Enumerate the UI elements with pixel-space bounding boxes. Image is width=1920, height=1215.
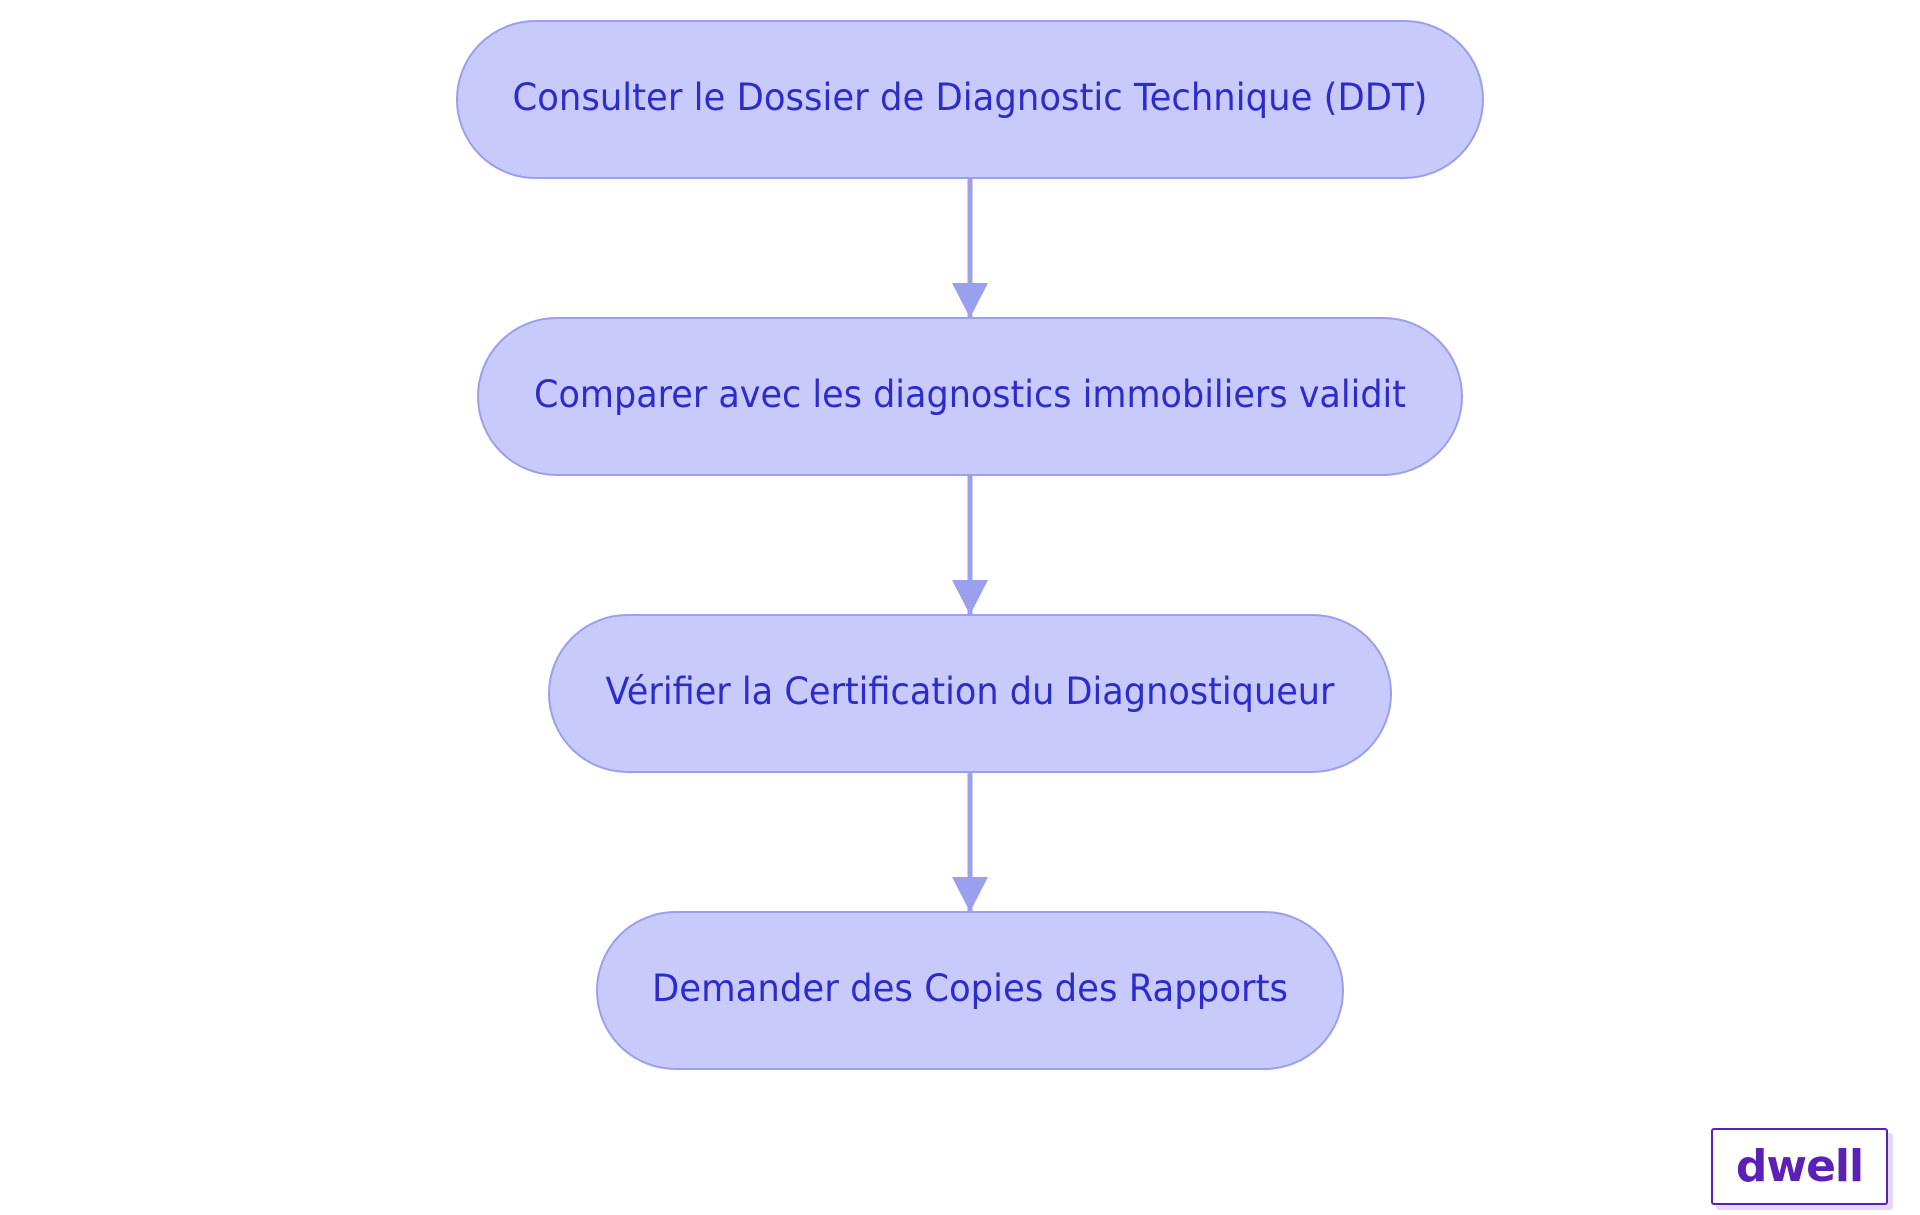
step-node-1-label: Consulter le Dossier de Diagnostic Techn… — [513, 76, 1428, 119]
dwell-logo: dwell — [1711, 1128, 1888, 1205]
step-node-1: Consulter le Dossier de Diagnostic Techn… — [456, 20, 1484, 179]
arrowhead-step4 — [952, 877, 988, 912]
step-node-3: Vérifier la Certification du Diagnostiqu… — [548, 614, 1392, 773]
step-node-2: Comparer avec les diagnostics immobilier… — [477, 317, 1463, 476]
arrowhead-step3 — [952, 580, 988, 615]
connectors — [952, 178, 988, 912]
step-node-4-shape — [596, 911, 1344, 1070]
step-node-4-label: Demander des Copies des Rapports — [652, 967, 1288, 1010]
step-node-4: Demander des Copies des Rapports — [596, 911, 1344, 1070]
arrowhead-step2 — [952, 283, 988, 318]
step-node-3-shape — [548, 614, 1392, 773]
step-node-2-shape — [477, 317, 1463, 476]
step-node-2-label: Comparer avec les diagnostics immobilier… — [534, 373, 1406, 416]
dwell-logo-text: dwell — [1735, 1140, 1864, 1192]
step-node-3-label: Vérifier la Certification du Diagnostiqu… — [606, 670, 1336, 713]
step-node-1-shape — [456, 20, 1484, 179]
